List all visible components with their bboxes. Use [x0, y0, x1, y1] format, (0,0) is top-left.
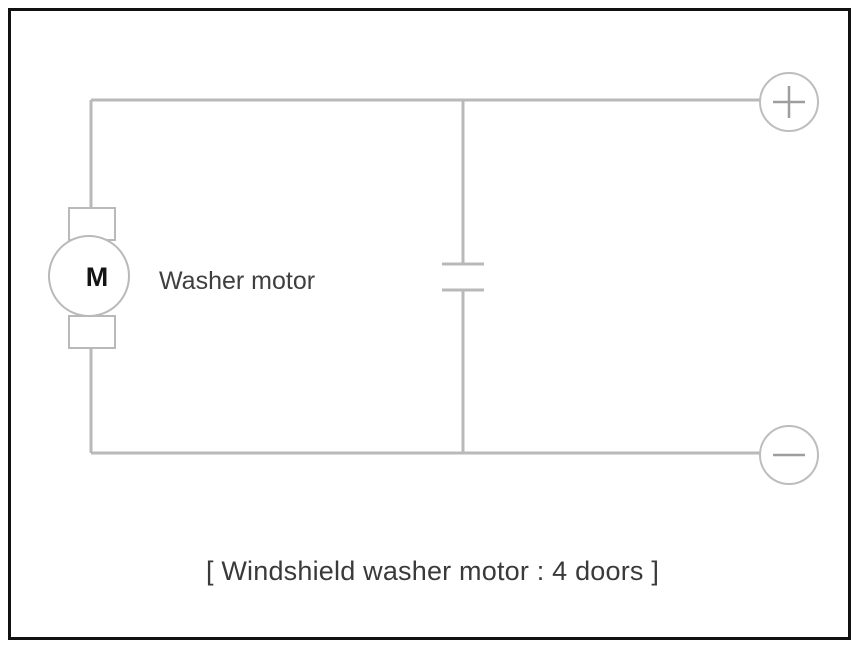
motor-symbol [48, 207, 130, 349]
positive-terminal-symbol [759, 72, 819, 132]
circuit-schematic [48, 72, 819, 485]
motor-lower-brush [68, 315, 116, 349]
battery-symbol [442, 262, 484, 292]
washer-motor-label: Washer motor [159, 267, 316, 295]
figure-frame: M Washer motor [ Windshield washer motor… [8, 8, 851, 640]
motor-body-circle [48, 235, 130, 317]
figure-caption: [ Windshield washer motor : 4 doors ] [205, 556, 660, 586]
plus-icon [773, 86, 805, 118]
motor-symbol-letter: M [85, 262, 109, 292]
negative-terminal-symbol [759, 425, 819, 485]
